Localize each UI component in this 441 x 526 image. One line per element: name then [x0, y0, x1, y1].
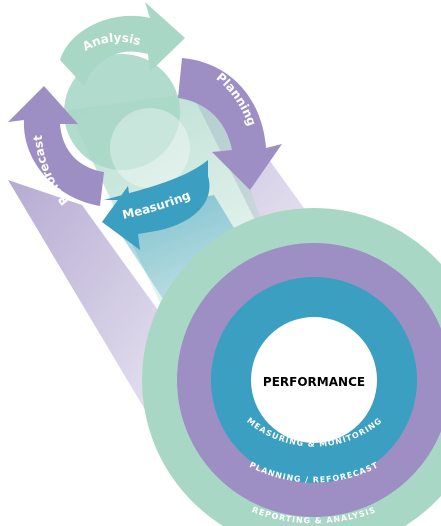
target: [142, 208, 441, 526]
center-label: PERFORMANCE: [263, 375, 365, 389]
center-disc: [251, 317, 377, 443]
planning-arrow: [178, 58, 282, 190]
reforecast-arrow: [8, 86, 104, 206]
measuring-arrow: [102, 160, 210, 250]
analysis-arrow: [60, 2, 190, 188]
